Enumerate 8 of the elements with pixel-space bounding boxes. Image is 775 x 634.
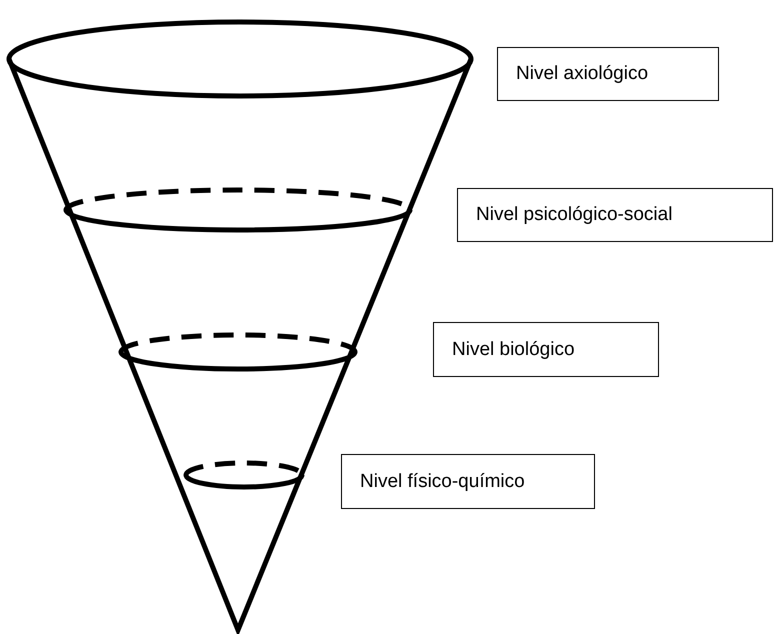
level-name: Nivel físico-químico: [360, 470, 525, 492]
level-label-box: [341, 454, 595, 509]
level-label-box: [457, 188, 773, 242]
level-name: Nivel axiológico: [516, 63, 648, 85]
level-name: Nivel psicológico-social: [476, 204, 672, 226]
level-label-box: [497, 47, 719, 101]
level-name: Nivel biológico: [452, 338, 575, 360]
level-label-box: [433, 322, 659, 377]
